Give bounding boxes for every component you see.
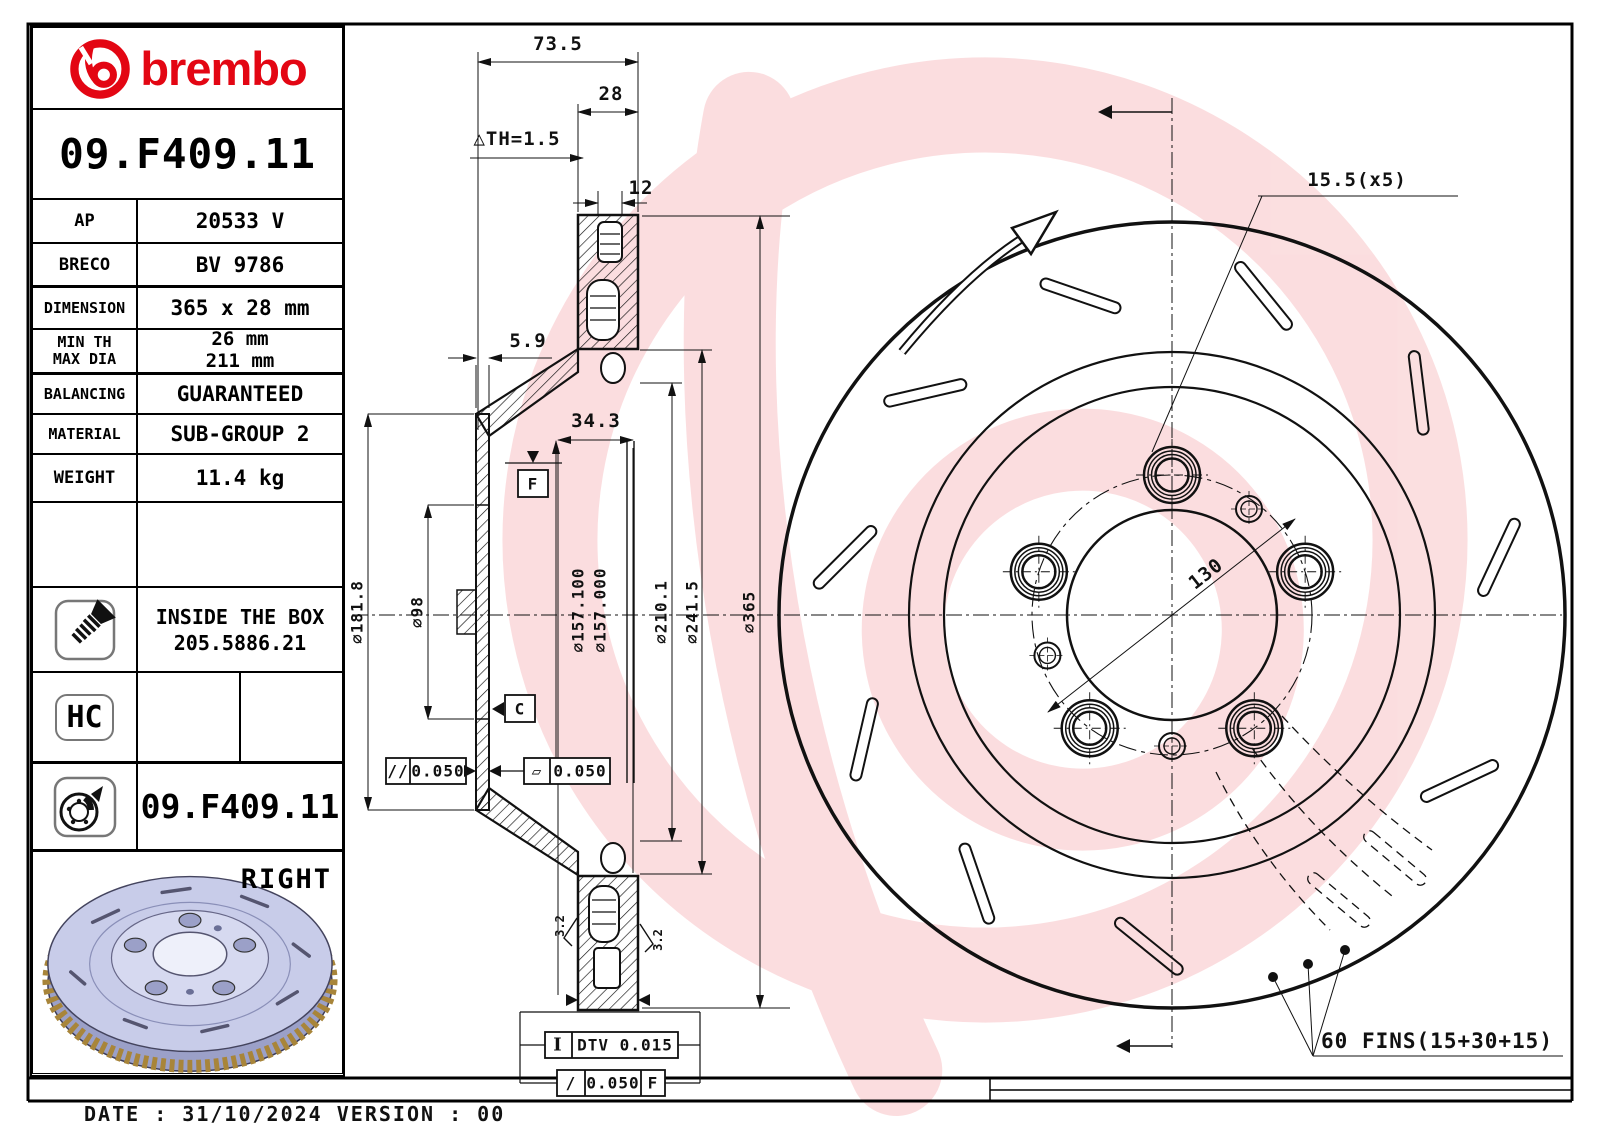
- disc-icon-cell: [32, 762, 137, 850]
- dim-overall-width: 73.5: [533, 33, 583, 55]
- spec-empty-label: [32, 502, 137, 587]
- spec-label-minth: MIN TH: [57, 332, 112, 351]
- brembo-roundel-icon: [70, 39, 131, 99]
- flatness-tolerance: 0.050: [553, 761, 607, 781]
- hc-empty-cell-1: [137, 672, 240, 762]
- render-bolt-holes: [123, 912, 257, 996]
- spec-value-minth-maxdia: 26 mm 211 mm: [137, 328, 343, 373]
- disc-part-number-cell: 09.F409.11: [137, 762, 343, 850]
- dim-dia-center-max: ⌀157.100: [568, 567, 588, 653]
- screw-icon-cell: [32, 587, 137, 672]
- spec-empty-value: [137, 502, 343, 587]
- dim-disc-thickness: 28: [598, 83, 624, 105]
- dim-dia-inner2: ⌀241.5: [682, 580, 702, 644]
- hc-icon-cell: HC: [32, 672, 137, 762]
- render-slots: [69, 886, 311, 1034]
- parallelism-symbol: //: [387, 761, 409, 781]
- part-number: 09.F409.11: [59, 130, 316, 178]
- fins-label: 60 FINS(15+30+15): [1321, 1029, 1553, 1053]
- roughness-left: 3.2: [553, 915, 567, 937]
- spec-label-dimension: DIMENSION: [32, 286, 137, 329]
- orientation-label: RIGHT: [240, 864, 332, 895]
- spec-value-weight: 11.4 kg: [137, 454, 343, 502]
- footer-date-version: DATE : 31/10/2024 VERSION : 00: [84, 1102, 506, 1126]
- spec-value-breco: BV 9786: [137, 243, 343, 286]
- datum-f-label: F: [527, 474, 539, 494]
- spec-label-breco: BRECO: [32, 243, 137, 286]
- dim-bolt-hole-dia: 15.5(x5): [1307, 169, 1407, 191]
- spec-value-ap: 20533 V: [137, 199, 343, 243]
- face-slots: [812, 260, 1521, 976]
- disc-part-number: 09.F409.11: [140, 787, 340, 826]
- dim-dia-flange: ⌀181.8: [347, 580, 367, 644]
- hc-empty-cell-2: [240, 672, 343, 762]
- spec-label-ap: AP: [32, 199, 137, 243]
- runout-tolerance: 0.050: [586, 1073, 640, 1093]
- runout-datum: F: [647, 1073, 659, 1093]
- dim-offset: 34.3: [571, 410, 621, 432]
- dim-dia-center-min: ⌀157.000: [590, 567, 610, 653]
- flatness-symbol: ▱: [531, 761, 543, 781]
- spec-value-material: SUB-GROUP 2: [137, 414, 343, 454]
- title-block-panel: brembo 09.F409.11 AP 20533 V BRECO BV 97…: [30, 25, 345, 1077]
- dim-th-wear: △TH=1.5: [473, 128, 561, 150]
- spec-label-maxdia: MAX DIA: [52, 350, 117, 368]
- disc-3d-render: [42, 875, 338, 1073]
- spec-value-dimension: 365 x 28 mm: [137, 286, 343, 329]
- runout-symbol: /: [565, 1073, 577, 1093]
- spec-label-material: MATERIAL: [32, 414, 137, 454]
- spec-value-balancing: GUARANTEED: [137, 373, 343, 414]
- dim-dia-inner1: ⌀210.1: [651, 580, 671, 644]
- hc-icon: HC: [55, 693, 114, 741]
- screw-icon: [54, 598, 116, 660]
- spec-label-minth-maxdia: MIN TH MAX DIA: [32, 329, 137, 373]
- roughness-right: 3.2: [651, 929, 665, 951]
- inside-the-box-title: INSIDE THE BOX: [155, 604, 325, 629]
- dtv-value: DTV 0.015: [577, 1035, 673, 1055]
- dim-dia-bore: ⌀98: [407, 596, 427, 628]
- inside-the-box-part: 205.5886.21: [173, 630, 307, 655]
- dim-dia-outer: ⌀365: [739, 590, 759, 634]
- dim-bell-thickness: 5.9: [509, 330, 547, 352]
- brand-wordmark: brembo: [140, 41, 307, 95]
- brand-logo: brembo: [32, 27, 343, 109]
- spec-label-balancing: BALANCING: [32, 373, 137, 414]
- parallelism-tolerance: 0.050: [411, 761, 465, 781]
- disc-render-cell: RIGHT: [32, 850, 343, 1074]
- brake-disc-icon: [53, 776, 116, 837]
- spec-label-weight: WEIGHT: [32, 454, 137, 502]
- dtv-symbol-icon: I: [553, 1034, 563, 1056]
- spec-value-minth: 26 mm: [211, 328, 269, 351]
- datum-c-label: C: [514, 699, 526, 719]
- part-number-cell: 09.F409.11: [32, 109, 343, 199]
- spec-value-maxdia: 211 mm: [205, 350, 275, 372]
- inside-the-box-cell: INSIDE THE BOX 205.5886.21: [137, 587, 343, 672]
- dim-slot-width: 12: [628, 177, 654, 199]
